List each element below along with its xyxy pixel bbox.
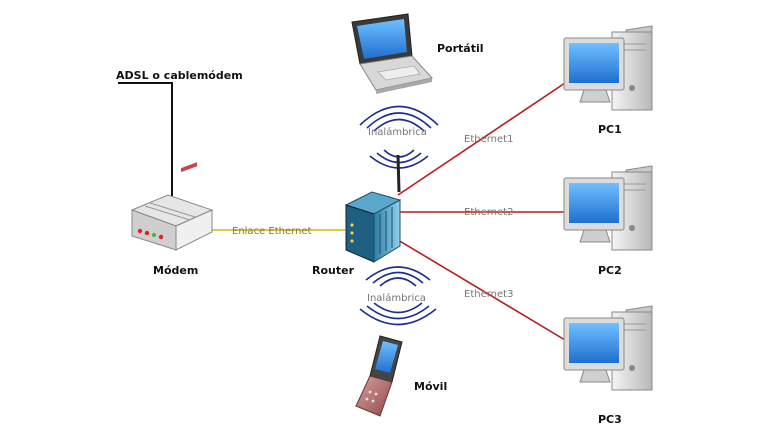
wireless-top-label: Inalámbrica: [368, 126, 427, 138]
phone-icon: [355, 335, 403, 417]
phone-label: Móvil: [414, 380, 447, 393]
laptop-label: Portátil: [437, 42, 484, 55]
pc3-icon: [563, 305, 653, 391]
ethernet2-label: Ethernet2: [464, 207, 513, 218]
router-icon: [344, 154, 402, 263]
modem-icon: [130, 162, 214, 251]
pc1-icon: [563, 25, 653, 111]
pc2-label: PC2: [598, 264, 622, 277]
wireless-waves-bottom: [359, 266, 437, 326]
ethernet3-link: [397, 239, 566, 341]
ethernet1-link: [397, 82, 566, 196]
isp-cable: [118, 82, 173, 204]
pc2-icon: [563, 165, 653, 251]
wireless-bottom-label: Inalámbrica: [367, 292, 426, 304]
router-label: Router: [312, 264, 355, 277]
pc1-label: PC1: [598, 123, 622, 136]
isp-label: ADSL o cablemódem: [116, 69, 243, 82]
ethernet1-label: Ethernet1: [464, 134, 513, 145]
ethernet3-label: Ethernet3: [464, 289, 513, 300]
modem-router-link-label: Enlace Ethernet: [232, 226, 312, 237]
laptop-icon: [351, 13, 433, 94]
pc3-label: PC3: [598, 413, 622, 426]
modem-label: Módem: [153, 264, 198, 277]
